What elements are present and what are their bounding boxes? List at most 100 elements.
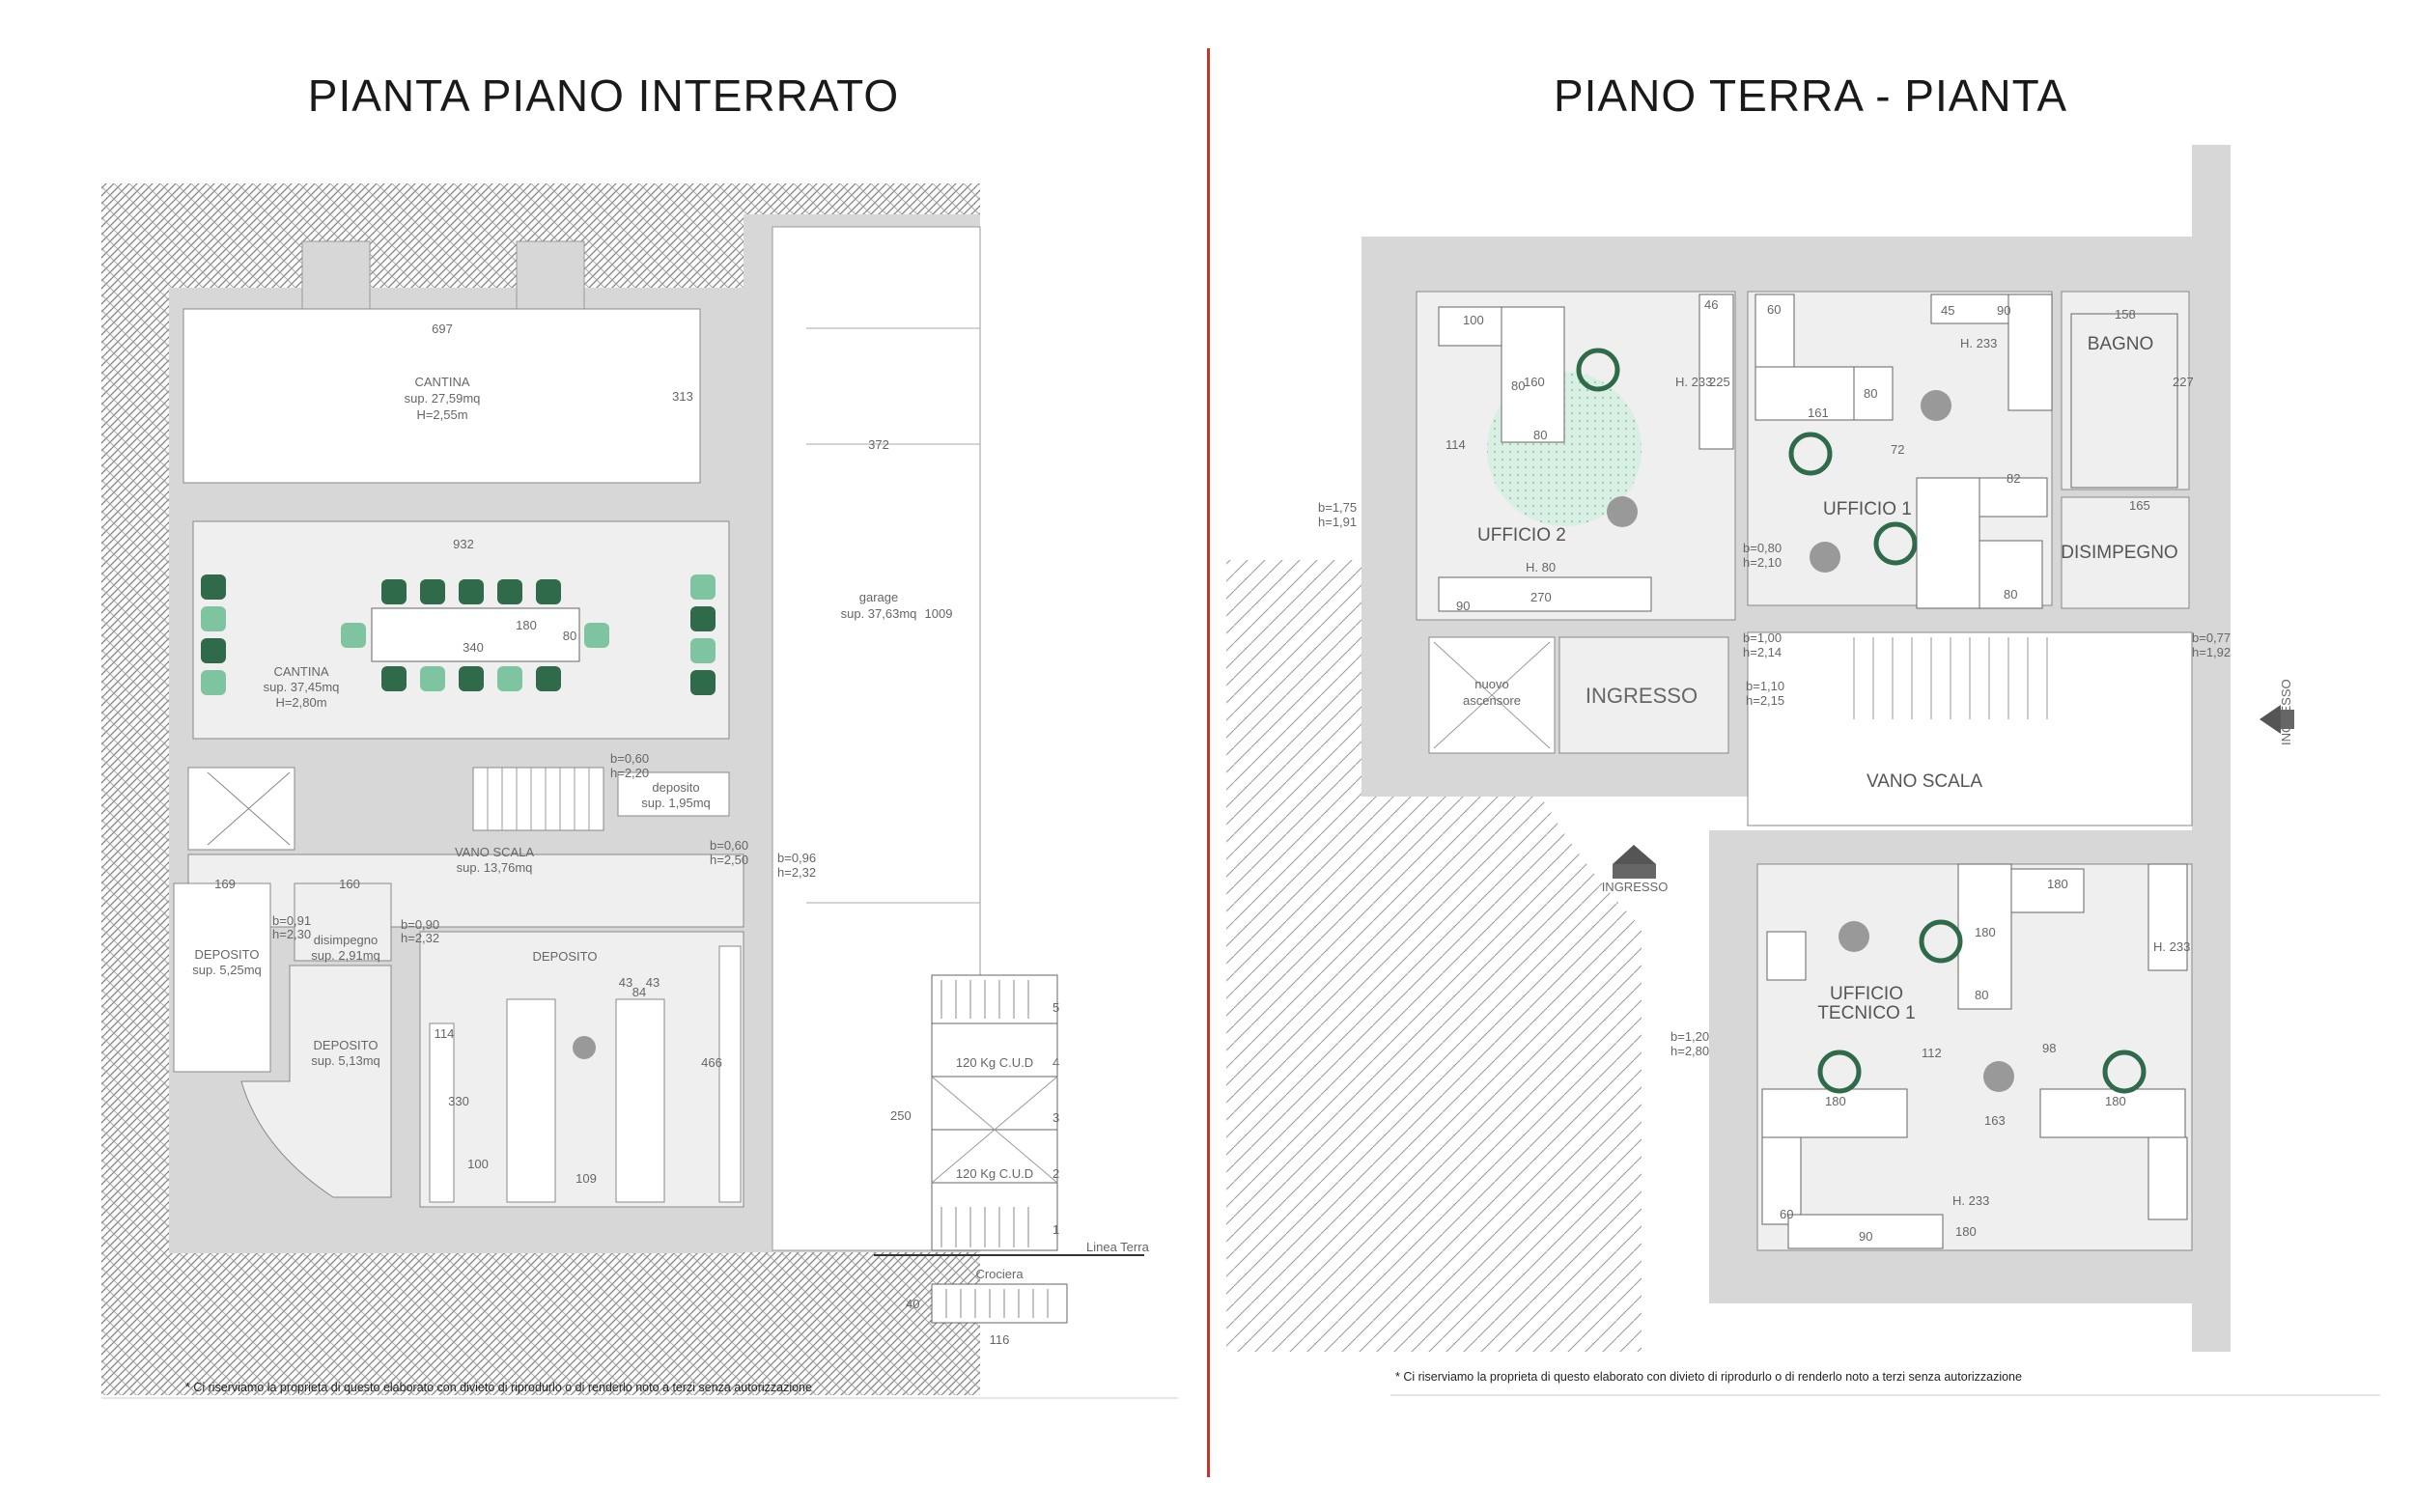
basement-disclaimer: * Ci riserviamo la proprieta di questo e…	[185, 1381, 812, 1394]
svg-text:H=2,80m: H=2,80m	[275, 695, 326, 710]
svg-text:84: 84	[632, 985, 646, 999]
svg-text:h=2,30: h=2,30	[272, 927, 311, 941]
right-entrance-arrow-icon	[2260, 705, 2281, 734]
entrance-arrow-icon	[1613, 845, 1656, 864]
svg-text:163: 163	[1984, 1113, 2006, 1128]
svg-text:h=2,50: h=2,50	[710, 853, 748, 867]
svg-text:h=2,32: h=2,32	[777, 865, 816, 880]
svg-text:160: 160	[1524, 375, 1545, 389]
svg-text:5: 5	[1053, 1000, 1059, 1015]
basement-plan: CANTINA sup. 27,59mq H=2,55m CANTINA sup…	[101, 183, 1178, 1399]
svg-text:80: 80	[1864, 386, 1877, 401]
svg-text:4: 4	[1053, 1055, 1059, 1070]
svg-text:h=2,80: h=2,80	[1670, 1044, 1709, 1058]
svg-text:DISIMPEGNO: DISIMPEGNO	[2061, 543, 2177, 563]
svg-text:CANTINA: CANTINA	[414, 375, 469, 389]
svg-text:H. 233: H. 233	[1960, 336, 1997, 350]
svg-text:3: 3	[1053, 1110, 1059, 1125]
svg-text:sup. 37,63mq: sup. 37,63mq	[841, 606, 917, 621]
svg-text:BAGNO: BAGNO	[2088, 334, 2154, 354]
svg-text:h=2,20: h=2,20	[610, 766, 649, 780]
svg-text:40: 40	[906, 1297, 919, 1311]
ingresso-room	[1558, 636, 1729, 754]
stair-basement	[472, 767, 604, 831]
svg-text:100: 100	[1463, 313, 1484, 327]
svg-text:H. 80: H. 80	[1526, 560, 1556, 574]
svg-text:90: 90	[1997, 303, 2010, 318]
svg-text:Crociera: Crociera	[975, 1267, 1024, 1281]
svg-text:250: 250	[890, 1108, 912, 1123]
svg-text:b=0,60: b=0,60	[610, 751, 649, 766]
meeting-table	[371, 607, 580, 662]
svg-text:sup. 2,91mq: sup. 2,91mq	[311, 948, 380, 963]
svg-text:1009: 1009	[925, 606, 953, 621]
chairs-basement	[201, 574, 716, 695]
svg-text:109: 109	[575, 1171, 597, 1186]
entrance-arrow-body	[1613, 864, 1656, 879]
svg-text:b=0,91: b=0,91	[272, 913, 311, 928]
svg-text:120 Kg C.U.D: 120 Kg C.U.D	[956, 1166, 1033, 1181]
svg-text:INGRESSO: INGRESSO	[1586, 684, 1698, 708]
cantina-top-room	[182, 308, 701, 484]
svg-text:disimpegno: disimpegno	[314, 933, 379, 947]
svg-text:158: 158	[2115, 307, 2136, 322]
office-chairs	[1576, 348, 2147, 1094]
svg-text:180: 180	[516, 618, 537, 632]
svg-text:180: 180	[1955, 1224, 1977, 1239]
svg-text:b=1,00: b=1,00	[1743, 630, 1782, 645]
svg-text:43: 43	[646, 975, 660, 990]
ground-floor-plan-title: PIANO TERRA - PIANTA	[1553, 70, 2068, 121]
svg-text:h=2,32: h=2,32	[401, 931, 439, 945]
svg-text:80: 80	[1975, 988, 1988, 1002]
svg-text:H. 233: H. 233	[2153, 939, 2190, 954]
svg-text:180: 180	[1825, 1094, 1846, 1108]
svg-text:b=1,20: b=1,20	[1670, 1029, 1709, 1044]
svg-text:932: 932	[453, 537, 474, 551]
svg-text:Linea Terra: Linea Terra	[1086, 1240, 1150, 1254]
svg-text:sup. 27,59mq: sup. 27,59mq	[405, 391, 481, 406]
svg-text:sup. 1,95mq: sup. 1,95mq	[641, 796, 711, 810]
svg-text:46: 46	[1704, 297, 1718, 312]
svg-text:160: 160	[339, 877, 360, 891]
svg-text:TECNICO 1: TECNICO 1	[1817, 1003, 1915, 1023]
svg-text:180: 180	[2105, 1094, 2126, 1108]
svg-text:98: 98	[2042, 1041, 2056, 1055]
svg-text:h=1,92: h=1,92	[2192, 645, 2231, 659]
svg-text:H. 233: H. 233	[1675, 375, 1712, 389]
svg-text:225: 225	[1709, 375, 1730, 389]
svg-text:H. 233: H. 233	[1952, 1193, 1989, 1208]
svg-text:DEPOSITO: DEPOSITO	[533, 949, 598, 964]
svg-text:60: 60	[1767, 302, 1781, 317]
svg-text:VANO SCALA: VANO SCALA	[455, 845, 534, 859]
svg-text:1: 1	[1053, 1222, 1059, 1237]
svg-text:VANO SCALA: VANO SCALA	[1867, 771, 1982, 792]
svg-text:h=2,14: h=2,14	[1743, 645, 1782, 659]
svg-text:45: 45	[1941, 303, 1954, 318]
svg-text:UFFICIO 1: UFFICIO 1	[1823, 499, 1912, 519]
svg-text:80: 80	[1511, 378, 1525, 393]
svg-text:165: 165	[2129, 498, 2150, 513]
svg-text:80: 80	[1533, 428, 1547, 442]
svg-text:90: 90	[1456, 599, 1470, 613]
svg-text:b=0,77: b=0,77	[2192, 630, 2231, 645]
svg-text:UFFICIO: UFFICIO	[1830, 984, 1903, 1004]
svg-text:b=1,75: b=1,75	[1318, 500, 1357, 515]
svg-text:80: 80	[563, 629, 576, 643]
svg-text:180: 180	[1975, 925, 1996, 939]
person-figure	[573, 1036, 596, 1059]
svg-text:b=0,60: b=0,60	[710, 838, 748, 853]
people-figures	[1607, 390, 2014, 1092]
svg-text:466: 466	[701, 1055, 722, 1070]
svg-text:b=0,96: b=0,96	[777, 851, 816, 865]
svg-text:60: 60	[1780, 1207, 1793, 1221]
svg-text:UFFICIO 2: UFFICIO 2	[1477, 525, 1566, 546]
disimpegno-room	[2061, 496, 2190, 609]
basement-plan-title: PIANTA PIANO INTERRATO	[307, 70, 900, 121]
svg-text:80: 80	[2004, 587, 2017, 602]
svg-text:330: 330	[448, 1094, 469, 1108]
svg-text:b=0,80: b=0,80	[1743, 541, 1782, 555]
svg-text:h=2,15: h=2,15	[1746, 693, 1784, 708]
svg-text:697: 697	[432, 322, 453, 336]
svg-text:313: 313	[672, 389, 693, 404]
